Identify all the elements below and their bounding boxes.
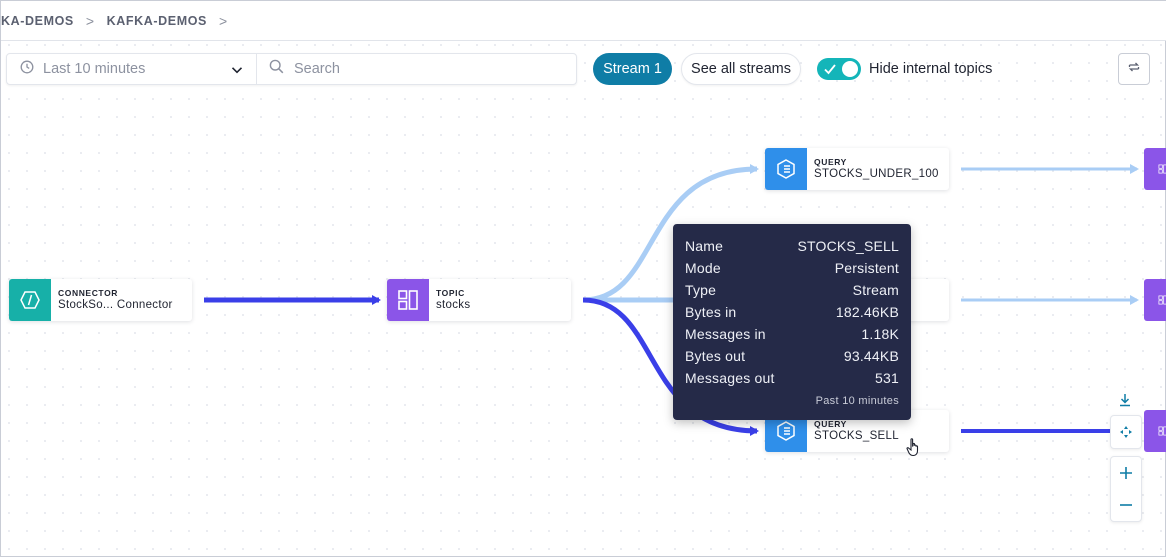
tooltip-label: Mode [685, 260, 721, 276]
edge-topic-to-under-100 [582, 164, 759, 303]
tooltip-label: Bytes out [685, 348, 746, 364]
query-node-stocks-under-100[interactable]: QUERY STOCKS_UNDER_100 [765, 148, 949, 190]
tooltip-footer: Past 10 minutes [815, 395, 899, 407]
tooltip-label: Messages out [685, 370, 775, 386]
tooltip-label: Name [685, 238, 724, 254]
filter-bar: Last 10 minutes [6, 53, 577, 85]
zoom-in-icon [1120, 467, 1132, 479]
topic-node-offscreen[interactable] [1144, 148, 1166, 190]
see-all-streams-button[interactable]: See all streams [681, 53, 801, 85]
breadcrumb-separator: > [219, 12, 228, 29]
tooltip-value: Persistent [834, 260, 899, 276]
node-kind: TOPIC [436, 287, 465, 298]
tooltip-value: 531 [875, 370, 899, 386]
tooltip-row: Mode Persistent [685, 257, 899, 279]
tooltip-row: Name STOCKS_SELL [685, 235, 899, 257]
tooltip-value: 1.18K [861, 326, 899, 342]
topic-icon [1158, 426, 1166, 436]
tooltip-value: STOCKS_SELL [797, 238, 899, 254]
search-icon [269, 59, 284, 79]
tooltip-row: Type Stream [685, 279, 899, 301]
edge-topic-to-stocks-sell [582, 297, 759, 436]
topic-icon [387, 279, 429, 321]
zoom-in-button[interactable] [1111, 457, 1141, 489]
node-name: StockSo... Connector [58, 299, 173, 312]
fit-to-screen-icon [1111, 416, 1141, 448]
zoom-out-icon [1120, 504, 1132, 506]
download-icon[interactable] [1117, 392, 1133, 413]
chevron-down-icon [230, 63, 244, 82]
breadcrumb-item-env[interactable]: KA-DEMOS [1, 13, 74, 28]
time-range-select[interactable]: Last 10 minutes [7, 54, 257, 84]
topic-node-offscreen[interactable] [1144, 410, 1166, 452]
tooltip-value: 182.46KB [835, 304, 899, 320]
node-name: STOCKS_SELL [814, 430, 899, 443]
hand-cursor-icon [905, 437, 923, 462]
connector-icon [9, 279, 51, 321]
toggle-knob [842, 61, 858, 77]
tooltip-value: Stream [852, 282, 899, 298]
node-name: STOCKS_UNDER_100 [814, 168, 939, 181]
connector-node[interactable]: CONNECTOR StockSo... Connector [9, 279, 192, 321]
clock-icon [20, 60, 34, 79]
topic-node-offscreen[interactable] [1144, 279, 1166, 321]
query-icon [765, 148, 807, 190]
node-name: stocks [436, 299, 471, 312]
refresh-button[interactable] [1118, 53, 1150, 85]
tooltip-row: Bytes out 93.44KB [685, 345, 899, 367]
node-kind: QUERY [814, 156, 847, 167]
search-input[interactable] [292, 60, 572, 78]
hide-internal-topics-label: Hide internal topics [869, 61, 993, 77]
search-field [257, 54, 576, 84]
tooltip-row: Bytes in 182.46KB [685, 301, 899, 323]
tooltip-label: Bytes in [685, 304, 737, 320]
tooltip-row: Messages in 1.18K [685, 323, 899, 345]
check-icon [823, 61, 837, 82]
node-kind: CONNECTOR [58, 287, 119, 298]
zoom-out-button[interactable] [1111, 489, 1141, 521]
breadcrumb: KA-DEMOS > KAFKA-DEMOS > [1, 1, 1166, 41]
topic-icon [1158, 295, 1166, 305]
breadcrumb-item-cluster[interactable]: KAFKA-DEMOS [106, 13, 207, 28]
tooltip-label: Messages in [685, 326, 766, 342]
refresh-icon [1127, 60, 1141, 79]
time-range-value: Last 10 minutes [43, 61, 146, 77]
zoom-controls [1110, 456, 1142, 522]
topic-icon [1158, 164, 1166, 174]
fit-to-screen-button[interactable] [1110, 415, 1142, 449]
tooltip-label: Type [685, 282, 717, 298]
breadcrumb-separator: > [85, 12, 95, 29]
topic-node[interactable]: TOPIC stocks [387, 279, 571, 321]
node-kind: QUERY [814, 418, 847, 429]
tooltip-row: Messages out 531 [685, 367, 899, 389]
hide-internal-topics-toggle[interactable] [817, 58, 861, 80]
stream-1-button[interactable]: Stream 1 [593, 53, 672, 85]
tooltip-value: 93.44KB [843, 348, 899, 364]
